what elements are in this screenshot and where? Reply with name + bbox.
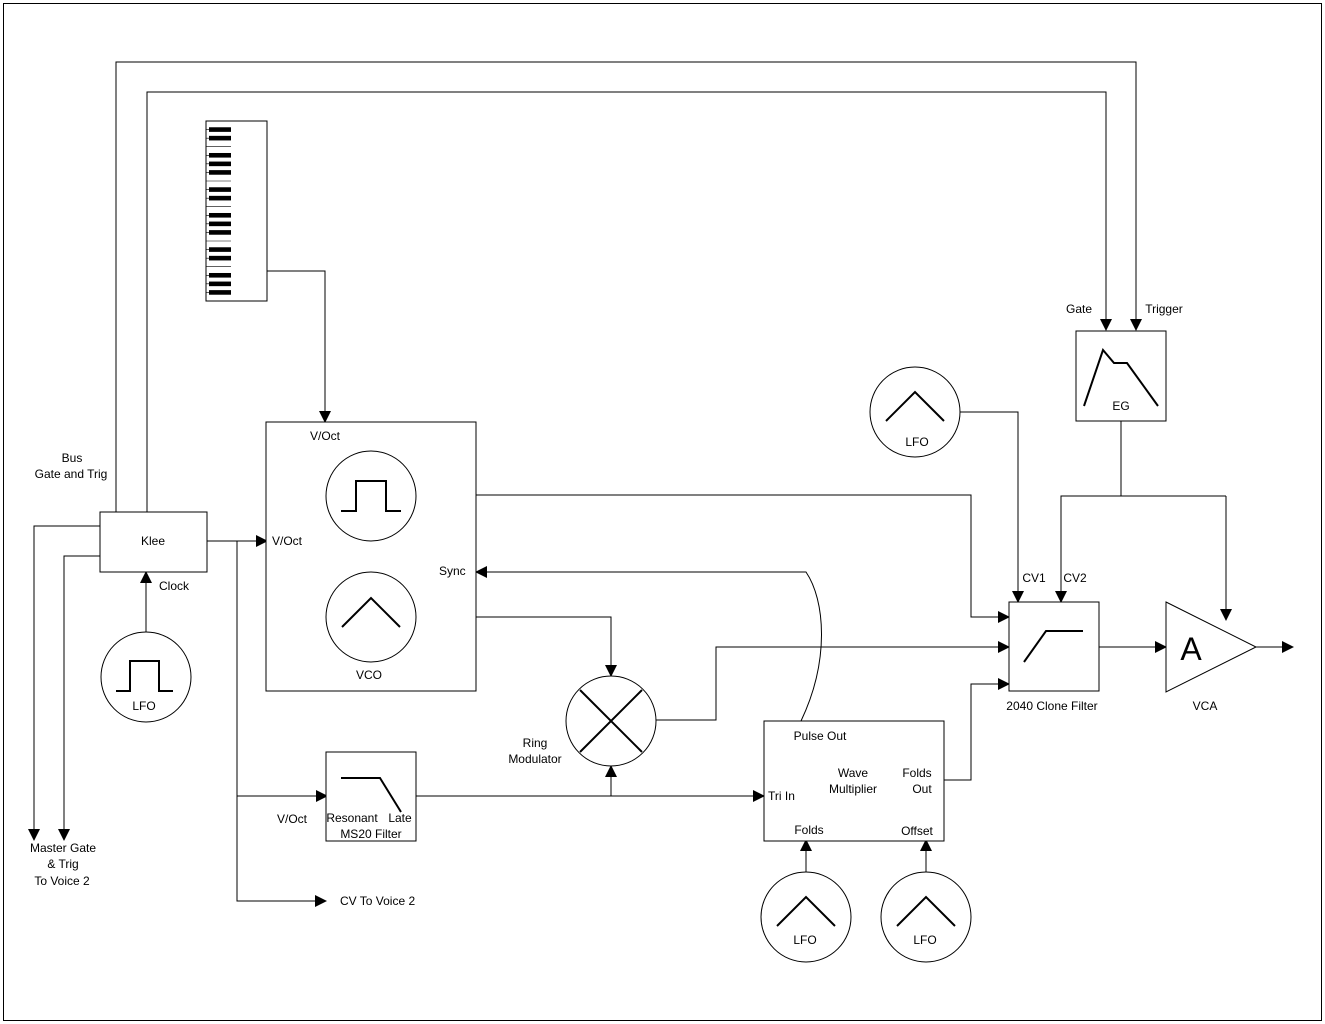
- multiply-icon: [579, 689, 643, 753]
- triangle-wave-icon: [776, 895, 836, 927]
- wire-ring-filter: [656, 641, 1010, 721]
- wire-eg-cv2: [1055, 495, 1226, 603]
- triangle-wave-icon: [885, 390, 945, 422]
- vca: A: [1165, 601, 1258, 693]
- wire-vco-pulse-filter: [416, 494, 1010, 623]
- wire-master-trig: [58, 555, 100, 841]
- clock-label: Clock: [159, 579, 190, 593]
- vco-voct-top-label: V/Oct: [310, 429, 341, 443]
- gate-label: Gate: [1066, 302, 1092, 316]
- bus-label: Bus: [62, 451, 83, 465]
- lfo-clock-label: LFO: [132, 699, 155, 713]
- ring-label: Ring: [523, 736, 548, 750]
- klee-label: Klee: [141, 534, 165, 548]
- clone-filter-2040: CV1 CV2: [1008, 571, 1100, 692]
- late-label: Late: [388, 811, 412, 825]
- vca-label: VCA: [1193, 699, 1218, 713]
- ring-modulator: [565, 675, 657, 767]
- cv2-label: CV2: [1063, 571, 1087, 585]
- wire-pulse-sync: [475, 566, 822, 722]
- diagram-frame: [3, 3, 1322, 1021]
- lfo-folds-label: LFO: [793, 933, 816, 947]
- triangle-wave-icon: [896, 895, 956, 927]
- resonant-label: Resonant: [326, 811, 378, 825]
- pulse-out-label: Pulse Out: [794, 729, 847, 743]
- wire-master-gate: [28, 525, 100, 841]
- wire-bus-gate: [146, 91, 1112, 512]
- offset-label: Offset: [901, 824, 933, 838]
- folds-out-label-1: Folds: [902, 766, 931, 780]
- vco-voct-left-label: V/Oct: [272, 534, 303, 548]
- folds-out-label-2: Out: [912, 782, 932, 796]
- ms20-voct-label: V/Oct: [277, 812, 308, 826]
- multiplier-label: Multiplier: [829, 782, 877, 796]
- highpass-icon: [1023, 630, 1083, 663]
- and-trig-label: & Trig: [47, 857, 78, 871]
- wave-label: Wave: [838, 766, 869, 780]
- wire-cv-bus: [236, 541, 327, 907]
- vca-glyph: A: [1180, 631, 1202, 667]
- envelope-generator: EG: [1075, 330, 1167, 422]
- lfo-clock: LFO: [100, 631, 192, 723]
- gate-and-trig-label: Gate and Trig: [35, 467, 108, 481]
- vco-module: V/Oct V/Oct Sync VCO: [265, 421, 477, 692]
- trigger-label: Trigger: [1145, 302, 1183, 316]
- eg-label: EG: [1112, 399, 1129, 413]
- wave-multiplier: Pulse Out Wave Multiplier Folds Out Tri …: [763, 720, 945, 842]
- tri-in-label: Tri In: [768, 789, 795, 803]
- wire-folds-filter: [944, 678, 1010, 781]
- lfo-offset: LFO: [880, 871, 972, 963]
- master-gate-label: Master Gate: [30, 841, 96, 855]
- ms20-filter-label: MS20 Filter: [340, 827, 401, 841]
- wire-lfo-cv1: [960, 411, 1024, 603]
- vco-label: VCO: [356, 668, 382, 682]
- lfo-filter: LFO: [869, 366, 961, 458]
- keyboard: [205, 120, 268, 302]
- triangle-wave-icon: [341, 596, 401, 628]
- lfo-offset-label: LFO: [913, 933, 936, 947]
- envelope-icon: [1083, 348, 1159, 407]
- wire-vco-tri-ring: [416, 616, 617, 677]
- modulator-label: Modulator: [508, 752, 561, 766]
- clone-filter-label: 2040 Clone Filter: [1006, 699, 1097, 713]
- cv-to-voice-2-label: CV To Voice 2: [340, 894, 415, 908]
- lfo-filter-label: LFO: [905, 435, 928, 449]
- square-wave-icon: [116, 660, 173, 692]
- to-voice-2-label: To Voice 2: [34, 874, 90, 888]
- lowpass-icon: [341, 777, 402, 813]
- square-wave-icon: [341, 480, 401, 512]
- wire-bus-trigger: [115, 61, 1142, 512]
- patch-wires: [28, 61, 1294, 907]
- sync-label: Sync: [439, 564, 466, 578]
- ms20-filter: Resonant Late MS20 Filter: [325, 751, 417, 842]
- klee-sequencer: Klee: [99, 511, 208, 573]
- lfo-folds: LFO: [760, 871, 852, 963]
- folds-in-label: Folds: [794, 823, 823, 837]
- cv1-label: CV1: [1022, 571, 1046, 585]
- wire-keyboard-voct: [267, 270, 331, 423]
